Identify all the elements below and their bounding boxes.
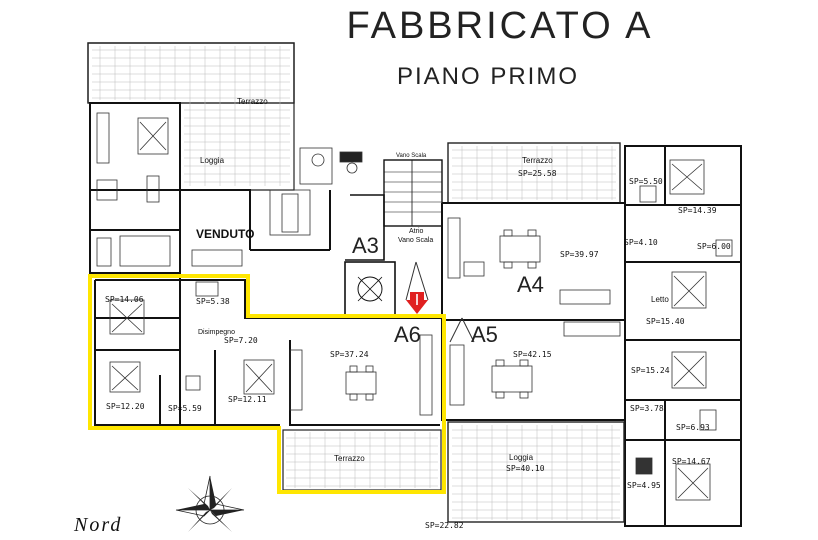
a4-furniture [447,217,611,305]
area-label: SP=3.78 [630,404,664,413]
a4-walls [441,202,626,321]
area-label: SP=12.20 [106,402,145,411]
apartment-label-a5: A5 [471,322,498,347]
apartment-label-a4: A4 [517,272,544,297]
label-venduto: VENDUTO [196,227,254,241]
area-label: SP=42.15 [513,350,552,359]
label-loggia-a5: Loggia [509,453,534,462]
label-terrazzo-a4: Terrazzo [522,156,553,165]
terrace-top-left [87,42,295,191]
a6-furniture [109,281,433,416]
a6-walls [94,279,442,426]
area-label: SP=5.59 [168,404,202,413]
right-column-walls [624,145,742,527]
area-label: SP=12.11 [228,395,267,404]
area-label: SP=14.06 [105,295,144,304]
a6-yellow-outline [88,274,446,494]
area-label: SP=37.24 [330,350,369,359]
a5-walls [441,320,625,421]
area-label: SP=15.40 [646,317,685,326]
label-terrazzo-top-left: Terrazzo [237,97,268,106]
stair-core [344,159,443,317]
right-column-furniture [635,159,733,501]
area-label: SP=14.67 [672,457,711,466]
area-label: SP=4.95 [627,481,661,490]
apartment-label-a6: A6 [394,322,421,347]
label-atrio-vano-scala: Vano Scala [398,237,433,244]
area-label: SP=6.93 [676,423,710,432]
area-label: SP=39.97 [560,250,599,259]
label-atrio: Atrio [409,228,424,235]
label-disimpegno: Disimpegno [198,329,235,336]
left-block-furniture [96,112,363,267]
label-vano-scala: Vano Scala [396,153,427,159]
area-label: SP=5.50 [629,177,663,186]
compass-rose-icon [175,475,245,532]
label-loggia-left: Loggia [200,156,225,165]
location-marker-icon [406,292,428,314]
area-label: SP=4.10 [624,238,658,247]
area-label: SP=5.38 [196,297,230,306]
plan-title: FABBRICATO A [346,5,653,47]
area-label: SP=7.20 [224,336,258,345]
a5-furniture [449,321,621,406]
plan-subtitle: PIANO PRIMO [397,63,579,90]
stair-arrow-a5 [449,317,475,343]
north-label: Nord [73,514,122,536]
area-labels: SP=14.06 SP=5.38 SP=7.20 SP=12.20 SP=5.5… [105,169,731,530]
area-label: SP=15.24 [631,366,670,375]
label-letto: Letto [651,295,669,304]
area-label: SP=40.10 [506,464,545,473]
area-label: SP=6.00 [697,242,731,251]
apartment-label-a3: A3 [352,233,379,258]
label-terrazzo-a6: Terrazzo [334,454,365,463]
stair-arrow-a6 [405,261,429,301]
loggia-a5 [447,421,625,523]
area-label: SP=22.82 [425,521,464,530]
area-label: SP=25.58 [518,169,557,178]
area-label: SP=14.39 [678,206,717,215]
